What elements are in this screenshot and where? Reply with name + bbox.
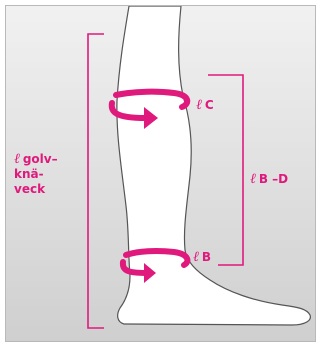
label-floor-knee-line3: veck: [14, 182, 58, 197]
ell-symbol: ℓ: [196, 97, 202, 113]
label-floor-knee-line2: knä-: [14, 167, 58, 182]
label-b-to-d-text: B –D: [259, 172, 288, 186]
label-b-text: B: [202, 250, 211, 264]
ell-symbol: ℓ: [193, 249, 199, 265]
label-floor-knee-line1: golv–: [23, 152, 58, 166]
ell-symbol: ℓ: [14, 151, 20, 167]
ell-symbol: ℓ: [250, 171, 256, 187]
label-c-text: C: [205, 98, 214, 112]
